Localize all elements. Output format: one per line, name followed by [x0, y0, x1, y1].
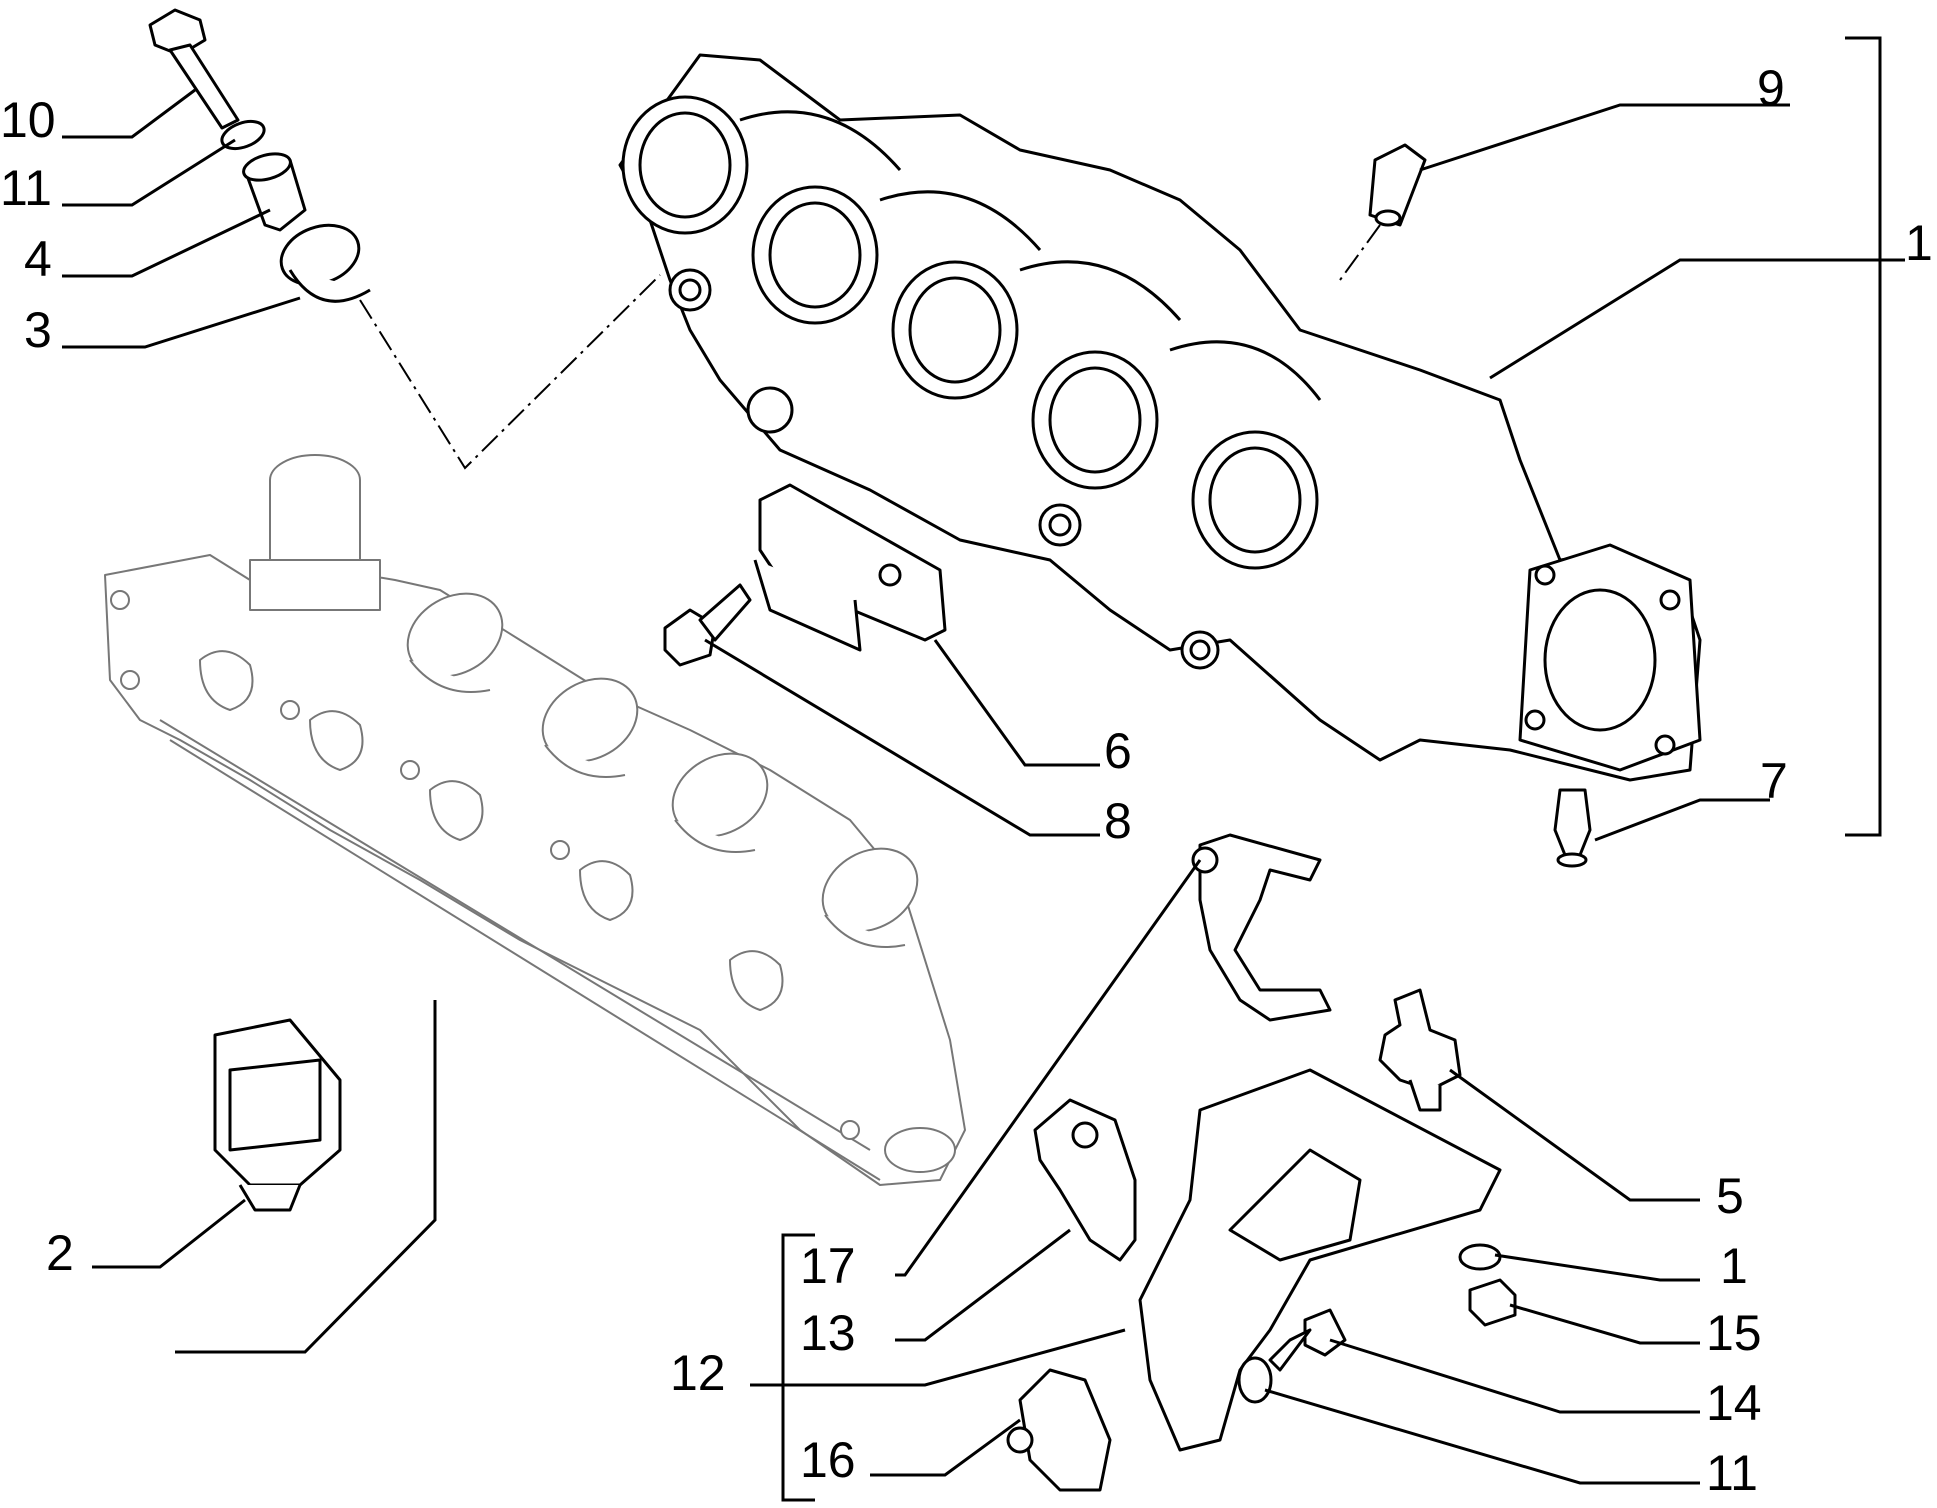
callout-15: 15 — [1706, 1305, 1762, 1361]
bracket-6 — [753, 483, 947, 652]
callout-7: 7 — [1760, 753, 1788, 809]
spacer-4 — [242, 152, 307, 232]
circlip-11-bottom — [1237, 1356, 1273, 1404]
callout-1-top: 1 — [1905, 215, 1933, 271]
callout-6: 6 — [1104, 723, 1132, 779]
callout-16: 16 — [800, 1432, 856, 1488]
callout-5: 5 — [1716, 1168, 1744, 1224]
assembly-axis-3 — [359, 274, 661, 470]
callout-3: 3 — [24, 302, 52, 358]
rubber-mount-5 — [1378, 988, 1462, 1112]
callout-2: 2 — [46, 1225, 74, 1281]
nut-15 — [1468, 1278, 1517, 1327]
clamp-2 — [213, 1018, 342, 1212]
stud-9 — [1368, 143, 1427, 227]
upper-intake-manifold — [618, 53, 1702, 782]
bolt-14 — [1268, 1308, 1347, 1372]
bolt-10 — [148, 8, 240, 130]
callout-10: 10 — [0, 92, 56, 148]
leader-lines — [62, 36, 1905, 1502]
bolt-8 — [663, 583, 752, 667]
clip-16 — [1006, 1368, 1112, 1492]
callout-17: 17 — [800, 1238, 856, 1294]
assembly-axis-9 — [1339, 224, 1381, 281]
callout-11-top: 11 — [0, 160, 52, 216]
callout-4: 4 — [24, 231, 52, 287]
clip-17 — [1191, 833, 1332, 1022]
circlip-1 — [1458, 1243, 1502, 1271]
support-bracket-12 — [1138, 1068, 1502, 1452]
callout-8: 8 — [1104, 793, 1132, 849]
callout-14: 14 — [1706, 1375, 1762, 1431]
callout-9: 9 — [1757, 60, 1785, 116]
lower-intake-manifold — [104, 454, 966, 1186]
callout-11-bottom: 11 — [1706, 1445, 1758, 1501]
grommet-3 — [279, 223, 371, 303]
callout-1-bottom: 1 — [1720, 1238, 1748, 1294]
holder-13 — [1033, 1098, 1137, 1262]
nipple-7 — [1553, 788, 1592, 868]
callout-12: 12 — [670, 1345, 726, 1401]
callout-13: 13 — [800, 1305, 856, 1361]
